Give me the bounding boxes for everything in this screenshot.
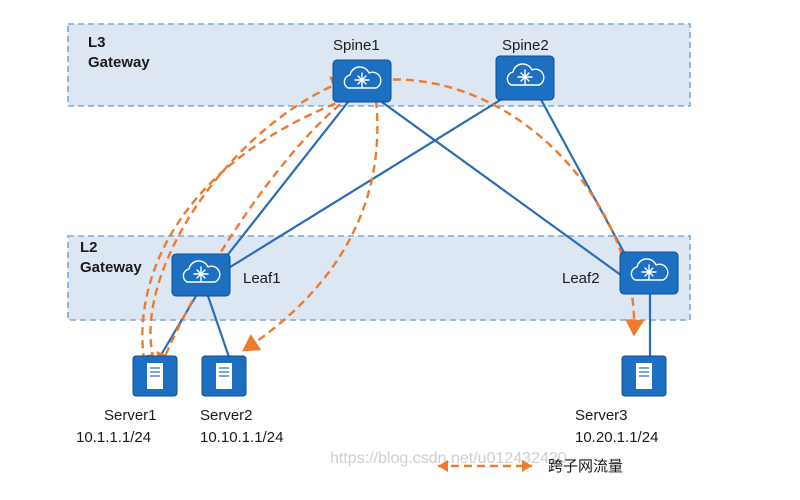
leaf2-label: Leaf2 (562, 270, 600, 287)
server2-name: Server2 (200, 407, 253, 424)
server-icon (636, 363, 652, 389)
watermark: https://blog.csdn.net/u012432420 (330, 450, 567, 467)
flow-spine1-to-server2 (241, 99, 379, 352)
l2-zone-label-line1: L2 (80, 239, 98, 256)
legend-arrow-left-icon (438, 460, 448, 472)
cloud-router-icon (630, 258, 669, 281)
server-icon (147, 363, 163, 389)
cloud-router-icon (343, 66, 382, 89)
link-spine2-leaf1 (205, 93, 511, 283)
cloud-router-icon (182, 260, 221, 283)
server3-ip: 10.20.1.1/24 (575, 429, 658, 446)
server1-name: Server1 (104, 407, 157, 424)
flow-spine1-to-server1-inner (156, 80, 373, 371)
link-leaf1-server2 (206, 295, 232, 361)
flow-server1-to-spine1 (149, 76, 349, 373)
server2-ip: 10.10.1.1/24 (200, 429, 283, 446)
flow-spine1-to-server1-outer (133, 88, 373, 373)
link-spine1-leaf2 (374, 96, 637, 287)
legend-label: 跨子网流量 (548, 457, 623, 475)
leaf1-switch[interactable] (171, 253, 231, 297)
flow-spine1-to-server3 (379, 78, 645, 337)
cloud-router-icon (506, 63, 545, 86)
spine1-label: Spine1 (333, 37, 380, 54)
link-spine2-leaf2 (537, 93, 641, 283)
l3-zone-label-line2: Gateway (88, 54, 150, 71)
server3-name: Server3 (575, 407, 628, 424)
l3-zone-label-line1: L3 (88, 34, 106, 51)
legend: 跨子网流量 (438, 457, 623, 475)
server2[interactable] (201, 355, 247, 397)
spine2-switch[interactable] (495, 55, 555, 101)
legend-arrow-right-icon (522, 460, 532, 472)
spine2-label: Spine2 (502, 37, 549, 54)
server1-ip: 10.1.1.1/24 (76, 429, 151, 446)
leaf1-label: Leaf1 (243, 270, 281, 287)
l2-zone-label-line2: Gateway (80, 259, 142, 276)
server3[interactable] (621, 355, 667, 397)
leaf2-switch[interactable] (619, 251, 679, 295)
server1[interactable] (132, 355, 178, 397)
spine1-switch[interactable] (332, 59, 392, 103)
server-icon (216, 363, 232, 389)
